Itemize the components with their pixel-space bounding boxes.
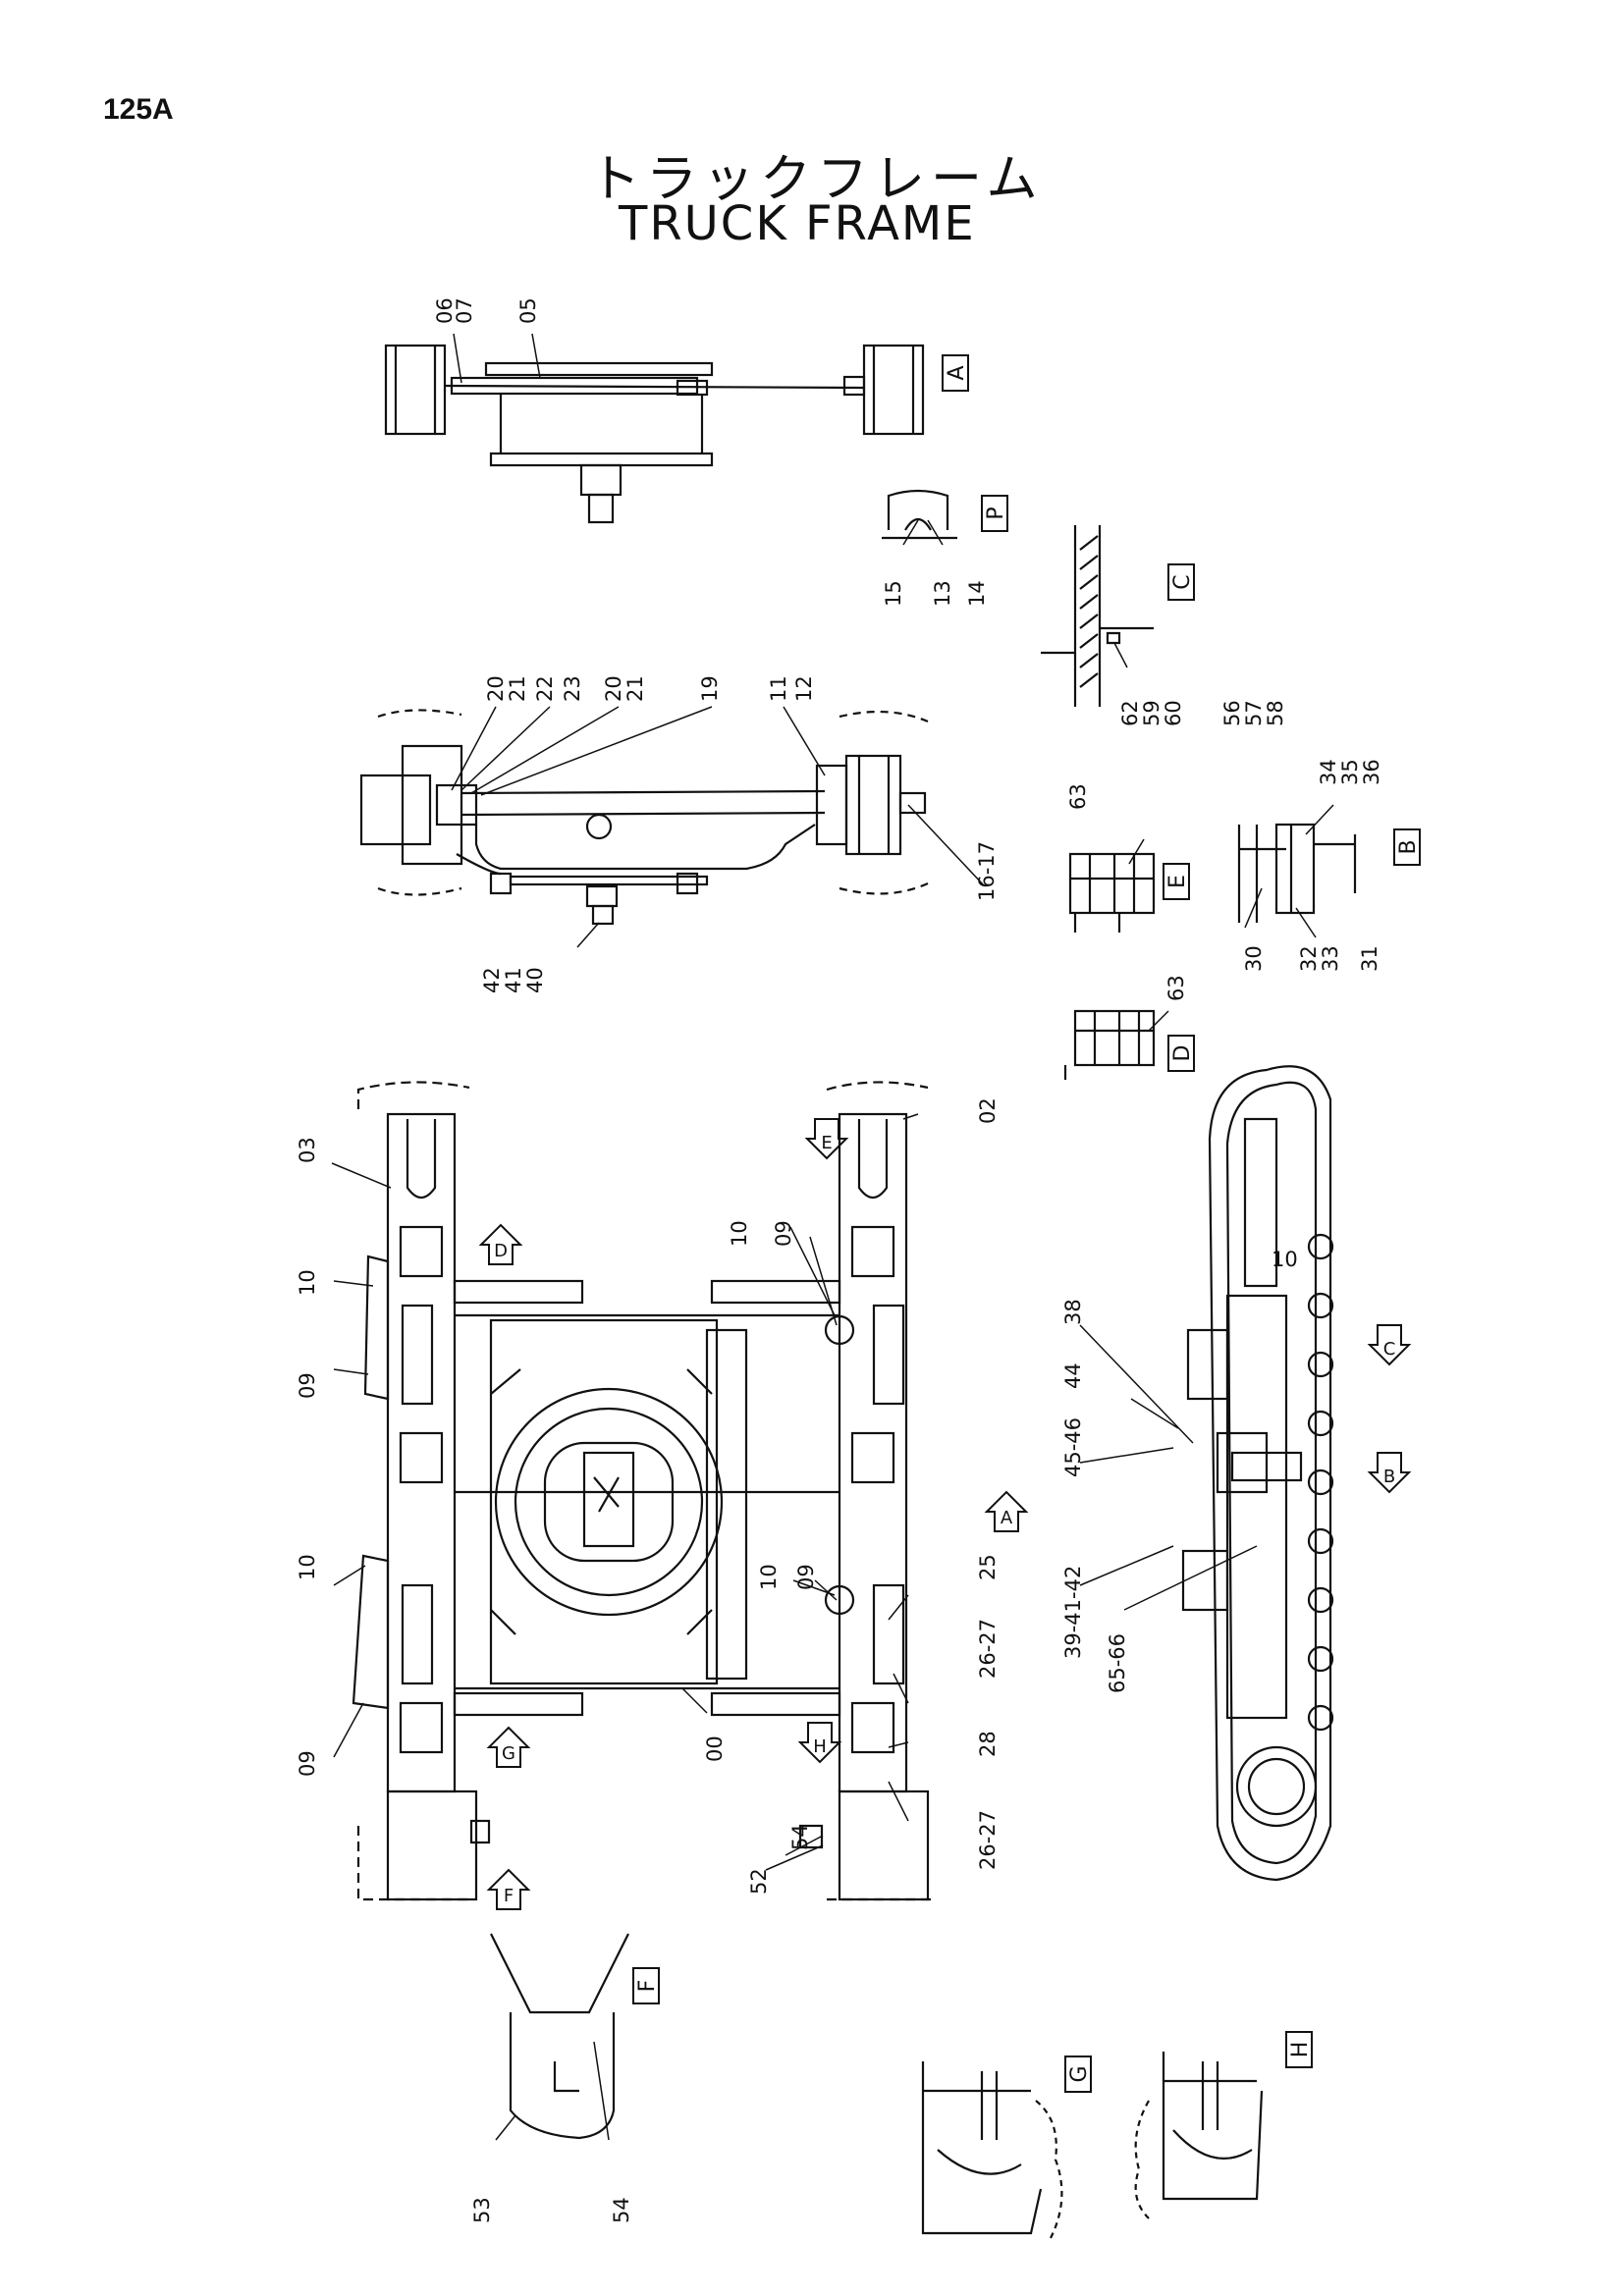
view-label: C	[1170, 574, 1195, 589]
callout-number: 57	[1242, 700, 1266, 726]
callout-number: 25	[976, 1554, 1000, 1580]
view-a-drawing	[384, 344, 925, 524]
title-japanese: トラックフレーム	[589, 150, 1044, 209]
callout-number: 12	[792, 675, 816, 702]
view-f-drawing	[490, 1933, 629, 2140]
callout-number: 52	[747, 1868, 771, 1895]
callout-number: 10	[296, 1554, 319, 1580]
callout-number: 13	[931, 580, 954, 607]
callout-number: 62	[1118, 700, 1142, 726]
view-label: G	[1067, 2065, 1092, 2082]
callout-number: 32	[1297, 945, 1321, 972]
view-b-drawing	[1237, 823, 1357, 923]
callout-number: 10	[757, 1564, 781, 1590]
callout-number: 58	[1264, 700, 1287, 726]
section-markers	[478, 1118, 1412, 1910]
callout-number: 31	[1358, 945, 1381, 972]
callout-number: 09	[296, 1372, 319, 1399]
callout-number: 54	[610, 2197, 633, 2223]
callout-number: 20	[602, 675, 625, 702]
callout-number: 19	[698, 675, 722, 702]
callout-number: 22	[533, 675, 557, 702]
callout-number: 26-27	[976, 1810, 1000, 1870]
callout-number: 16-17	[975, 841, 999, 901]
callout-number: 33	[1319, 945, 1342, 972]
view-label: F	[635, 1980, 660, 1993]
callout-number: 42	[480, 967, 504, 993]
callout-number: 26-27	[976, 1619, 1000, 1679]
callout-number: 10	[296, 1269, 319, 1296]
section-marker: D	[494, 1241, 508, 1261]
callout-number: 15	[882, 580, 905, 607]
callout-number: 20	[484, 675, 508, 702]
callout-number: 41	[502, 967, 525, 993]
callout-number: 21	[506, 675, 529, 702]
leader-lines	[331, 333, 1334, 2141]
callout-number: 59	[1140, 700, 1164, 726]
callout-number: 23	[561, 675, 584, 702]
view-d-drawing	[1063, 1009, 1156, 1080]
callout-number: 28	[976, 1731, 1000, 1757]
callout-number: 60	[1162, 700, 1185, 726]
callout-number: 14	[965, 580, 989, 607]
plan-view-drawing	[352, 1081, 933, 1901]
callout-number: 02	[976, 1097, 1000, 1124]
section-marker: B	[1383, 1467, 1395, 1487]
section-marker-letters: D E A G H F C B	[494, 1133, 1395, 1906]
callout-number: 10	[728, 1220, 751, 1247]
view-e-drawing	[1068, 852, 1156, 933]
callout-number: 44	[1061, 1362, 1085, 1389]
callout-number: 09	[794, 1564, 818, 1590]
callout-number: 65-66	[1106, 1633, 1129, 1693]
callout-number: 07	[453, 297, 476, 324]
view-c-drawing	[1041, 525, 1154, 707]
callout-number: 06	[433, 297, 457, 324]
view-g-drawing	[921, 2061, 1063, 2239]
view-label: D	[1170, 1045, 1195, 1062]
callout-number: 39-41-42	[1061, 1566, 1085, 1659]
callout-number: 21	[623, 675, 647, 702]
callout-number: 35	[1338, 759, 1362, 785]
page-number: 125A	[103, 93, 174, 126]
crawler-view-drawing	[1181, 1065, 1334, 1882]
side-view-drawing	[359, 709, 929, 926]
view-p-drawing	[882, 489, 957, 540]
callout-number: 38	[1061, 1299, 1085, 1325]
callout-number: 34	[1317, 759, 1340, 785]
callout-number: 11	[767, 675, 790, 702]
view-label: A	[945, 365, 969, 380]
callout-number: 30	[1242, 945, 1266, 972]
title-english: TRUCK FRAME	[619, 196, 976, 251]
view-label: P	[984, 507, 1008, 519]
view-label: E	[1165, 875, 1190, 888]
view-label-boxes	[632, 354, 1421, 2093]
callout-number: 63	[1066, 783, 1090, 810]
callout-number: 00	[703, 1735, 727, 1762]
callout-number: 45-46	[1061, 1417, 1085, 1477]
section-marker: G	[502, 1743, 515, 1764]
callout-number: 40	[523, 967, 547, 993]
section-marker: H	[813, 1736, 827, 1757]
section-marker: F	[504, 1886, 514, 1906]
callout-number: 53	[470, 2197, 494, 2223]
section-marker: E	[821, 1133, 832, 1153]
callout-number: 63	[1164, 975, 1188, 1001]
callout-number: 56	[1220, 700, 1244, 726]
callout-number: 36	[1360, 759, 1383, 785]
section-marker: A	[1001, 1508, 1013, 1528]
callout-number: 05	[516, 297, 540, 324]
callout-number: 09	[296, 1750, 319, 1777]
callout-number: 54	[788, 1824, 812, 1850]
callout-number: 09	[772, 1220, 795, 1247]
view-label-letters: A P C E B D F G H	[635, 365, 1421, 2082]
crawler-mark: 10	[1272, 1248, 1298, 1271]
callout-number: 03	[296, 1137, 319, 1163]
view-label: B	[1396, 839, 1421, 854]
section-marker: C	[1383, 1339, 1396, 1360]
view-label: H	[1288, 2042, 1313, 2058]
callout-numbers: 06 07 05 15 13 14 62 59 60 56 57 58 20 2…	[296, 297, 1383, 2223]
view-h-drawing	[1134, 2052, 1264, 2219]
